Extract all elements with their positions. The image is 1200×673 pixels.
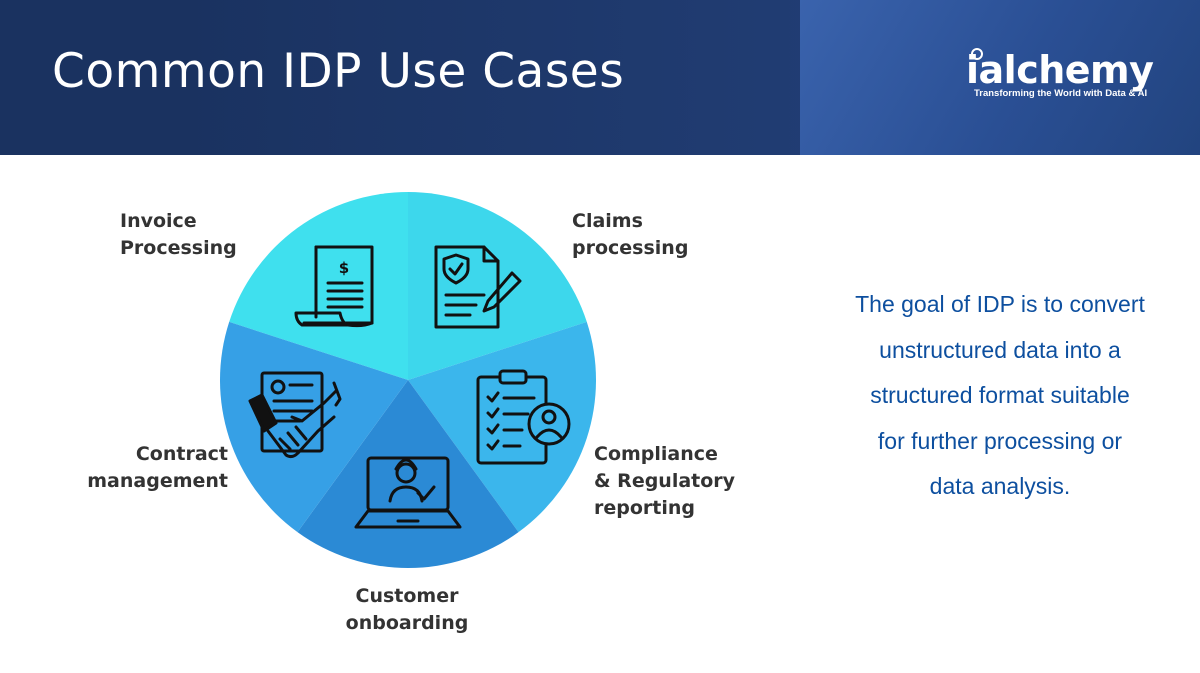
- statement-line: The goal of IDP is to convert: [855, 291, 1145, 317]
- clipboard-checklist-icon: [476, 369, 571, 465]
- statement-line: for further processing or: [877, 427, 1123, 454]
- label-contract-management: Contract management: [78, 441, 228, 495]
- label-line: reporting: [594, 497, 696, 519]
- label-claims-processing: Claims processing: [572, 208, 688, 262]
- segment-compliance: [408, 321, 597, 533]
- segment-invoice: [229, 192, 408, 380]
- label-line: onboarding: [345, 612, 469, 634]
- idp-goal-statement: The goal of IDP is to convert unstructur…: [830, 282, 1170, 510]
- label-line: processing: [572, 237, 689, 259]
- logo-tagline: Transforming the World with Data & AI: [974, 88, 1148, 99]
- label-line: Compliance: [594, 443, 718, 465]
- label-line: Contract: [135, 443, 228, 465]
- label-line: Invoice: [120, 210, 197, 232]
- label-invoice-processing: Invoice Processing: [120, 208, 237, 262]
- statement-line: structured format suitable: [870, 382, 1130, 408]
- logo-dot-mark: [971, 48, 983, 60]
- label-line: Processing: [120, 237, 237, 259]
- statement-line: data analysis.: [929, 473, 1071, 499]
- invoice-icon: $: [294, 245, 374, 328]
- statement-line: unstructured data into a: [879, 336, 1121, 363]
- company-logo: ialchemy Transforming the World with Dat…: [960, 47, 1160, 107]
- svg-text:$: $: [339, 259, 349, 277]
- header-logo-panel: [800, 0, 1200, 155]
- pie-diagram: $: [219, 192, 597, 569]
- label-line: & Regulatory: [594, 470, 736, 492]
- laptop-user-icon: [354, 456, 462, 529]
- page-title: Common IDP Use Cases: [52, 44, 625, 99]
- claims-document-icon: [434, 245, 522, 329]
- label-customer-onboarding: Customer onboarding: [344, 583, 470, 637]
- segment-onboarding: [297, 380, 519, 569]
- label-line: management: [87, 470, 228, 492]
- handshake-contract-icon: [248, 371, 342, 459]
- logo-wordmark: ialchemy: [966, 48, 1154, 92]
- header-gradient: [180, 0, 800, 155]
- label-line: Customer: [355, 585, 459, 607]
- use-case-diagram: $: [0, 155, 800, 673]
- label-line: Claims: [572, 210, 643, 232]
- header-banner: Common IDP Use Cases ialchemy Transformi…: [0, 0, 1200, 155]
- label-compliance-reporting: Compliance & Regulatory reporting: [594, 441, 735, 522]
